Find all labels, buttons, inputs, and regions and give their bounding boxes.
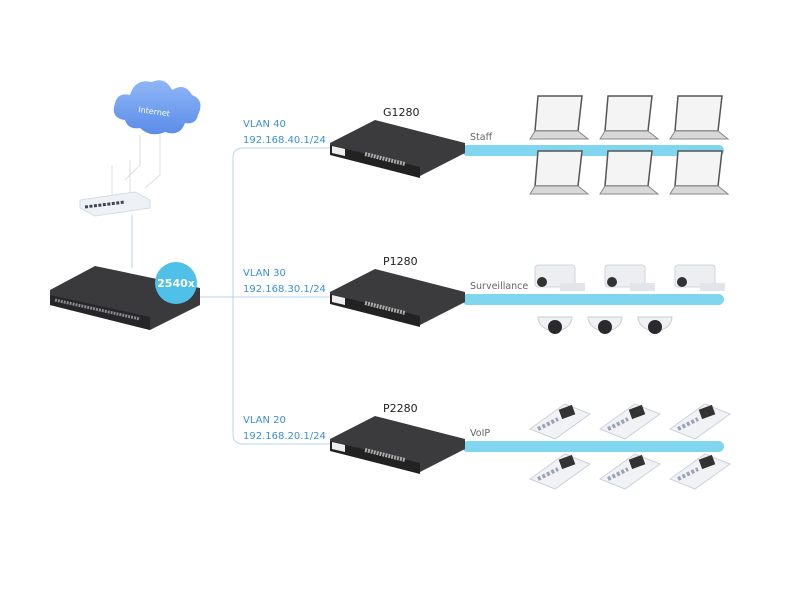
core-switch: 2540x: [50, 262, 200, 330]
segment-band: [462, 145, 724, 156]
vlan-subnet: 192.168.20.1/24: [243, 431, 326, 442]
vlan-subnet: 192.168.30.1/24: [243, 284, 326, 295]
access-switch: [330, 120, 465, 178]
access-switch: [330, 269, 465, 327]
vlan-id: VLAN 30: [243, 268, 286, 279]
ip-phone-icon: [598, 403, 662, 440]
laptop-icon: [529, 95, 590, 140]
laptop-icon: [599, 95, 660, 140]
ip-phone-icon: [528, 403, 592, 440]
segment-label: Surveillance: [470, 281, 528, 292]
segment-label: Staff: [470, 132, 493, 143]
laptop-icon: [599, 150, 660, 195]
core-switch-model: 2540x: [157, 277, 195, 290]
ip-phone-icon: [668, 403, 732, 440]
dome-camera-icon: [587, 316, 623, 334]
segment-band: [462, 294, 724, 305]
vlan-subnet: 192.168.40.1/24: [243, 135, 326, 146]
switch-model: G1280: [383, 106, 420, 119]
ip-phone-icon: [528, 453, 592, 490]
bullet-camera-icon: [534, 264, 585, 291]
dome-camera-icon: [637, 316, 673, 334]
ip-phone-icon: [668, 453, 732, 490]
router: [79, 160, 151, 217]
laptop-icon: [529, 150, 590, 195]
laptop-icon: [669, 150, 730, 195]
internet-label: Internet: [138, 105, 171, 118]
dome-camera-icon: [537, 316, 573, 334]
vlan-trunk-link: [200, 147, 335, 445]
vlan-group: VLAN 40 192.168.40.1/24 Staff G1280: [243, 95, 730, 195]
vlan-group: VLAN 30 192.168.30.1/24 Surveillance P1280: [243, 255, 725, 334]
switch-model: P2280: [383, 402, 418, 415]
model-badge: [155, 262, 197, 304]
ip-phone-icon: [598, 453, 662, 490]
bullet-camera-icon: [674, 264, 725, 291]
vlan-group: VLAN 20 192.168.20.1/24 VoIP P2280: [243, 402, 732, 490]
vlan-id: VLAN 20: [243, 415, 286, 426]
bullet-camera-icon: [604, 264, 655, 291]
segment-label: VoIP: [470, 428, 490, 439]
internet-cloud: Internet: [113, 80, 201, 135]
switch-model: P1280: [383, 255, 418, 268]
laptop-icon: [669, 95, 730, 140]
vlan-id: VLAN 40: [243, 119, 286, 130]
access-switch: [330, 416, 465, 474]
cloud-icon: [113, 80, 201, 135]
segment-band: [462, 441, 724, 452]
